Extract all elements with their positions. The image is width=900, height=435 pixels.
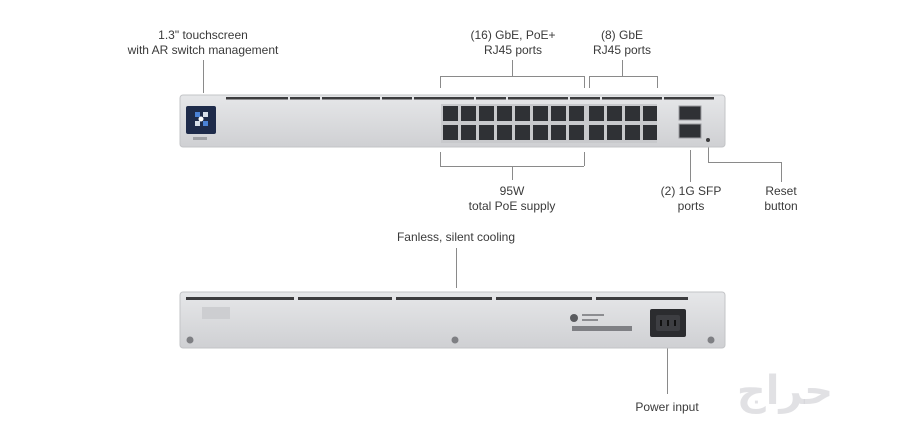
back-panel bbox=[179, 291, 726, 349]
gbe-bracket-top bbox=[589, 76, 657, 77]
poe-bracket-stem bbox=[512, 60, 513, 76]
poe-bracket-left bbox=[440, 76, 441, 88]
poe-bracket-right bbox=[584, 76, 585, 88]
supply-bracket-stem bbox=[512, 166, 513, 180]
back-vents bbox=[186, 297, 688, 300]
sfp-leader bbox=[690, 150, 691, 182]
poe-supply-label: 95W total PoE supply bbox=[468, 184, 556, 213]
sfp-ports bbox=[678, 105, 702, 139]
power-leader bbox=[667, 348, 668, 394]
supply-bracket-right bbox=[584, 152, 585, 166]
touchscreen-display bbox=[186, 106, 216, 140]
touchscreen-label: 1.3" touchscreen with AR switch manageme… bbox=[127, 28, 279, 57]
reset-button-label: Reset button bbox=[764, 184, 798, 213]
reset-leader-down bbox=[781, 162, 782, 182]
reset-leader-h bbox=[708, 162, 782, 163]
power-input-label: Power input bbox=[635, 400, 699, 414]
cooling-label: Fanless, silent cooling bbox=[396, 230, 516, 244]
front-vents bbox=[226, 97, 714, 100]
poe-ports-label: (16) GbE, PoE+ RJ45 ports bbox=[470, 28, 556, 57]
cooling-leader bbox=[456, 248, 457, 288]
supply-bracket-left bbox=[440, 152, 441, 166]
reset-leader-v bbox=[708, 145, 709, 162]
touchscreen-leader bbox=[203, 60, 204, 93]
sfp-ports-label: (2) 1G SFP ports bbox=[660, 184, 722, 213]
gbe-bracket-left bbox=[589, 76, 590, 88]
watermark-logo: حراج bbox=[736, 368, 834, 414]
gbe-ports-label: (8) GbE RJ45 ports bbox=[592, 28, 652, 57]
rj45-ports bbox=[441, 104, 657, 143]
gbe-bracket-stem bbox=[622, 60, 623, 76]
front-panel bbox=[179, 94, 726, 148]
poe-bracket-top bbox=[440, 76, 584, 77]
gbe-bracket-right bbox=[657, 76, 658, 88]
power-socket bbox=[650, 309, 686, 337]
reset-button-hole bbox=[706, 138, 710, 142]
